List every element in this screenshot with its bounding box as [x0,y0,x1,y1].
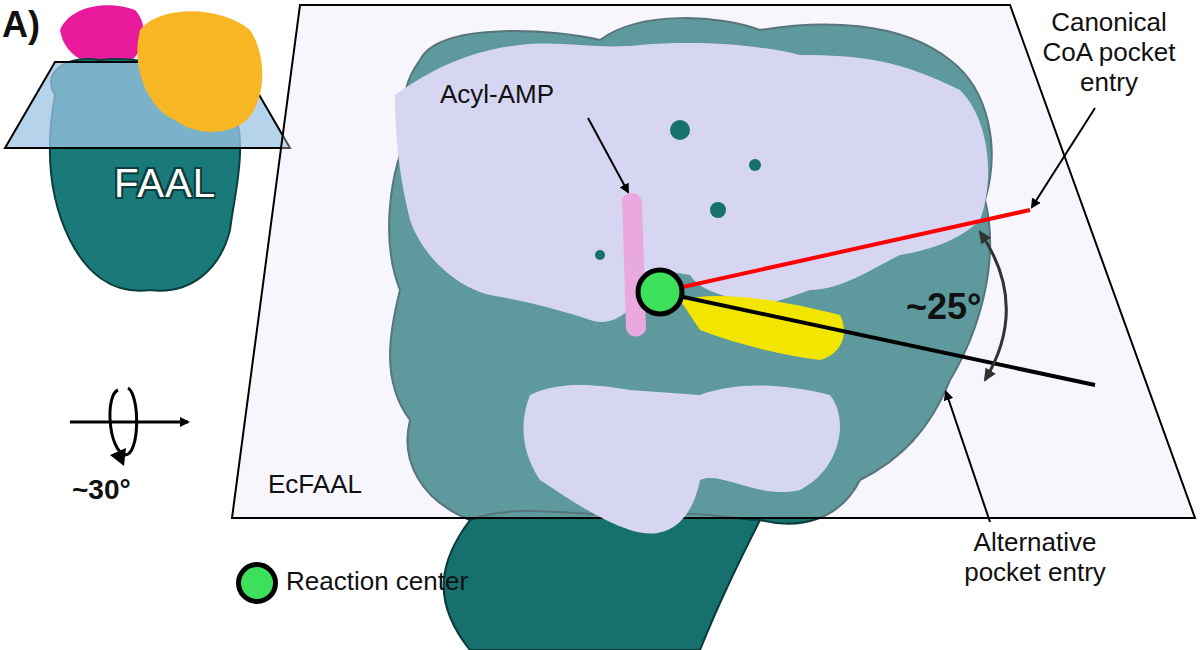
ligand-label: Acyl-AMP [440,80,620,110]
leader-line [946,392,990,522]
acyl-amp-ligand [622,193,646,337]
angle-label: ~25° [906,286,996,327]
thumbnail [5,5,290,290]
protein-name: EcFAAL [268,470,408,500]
callout-label: Canonical CoA pocket entry [1025,8,1193,98]
legend-swatch [236,562,278,604]
protein-thumbnail: FAAL [90,160,240,206]
rotation-icon [70,388,188,466]
leader-line [1032,108,1095,207]
callout-label: Alternative pocket entry [935,528,1135,588]
alternative-axis [660,292,1095,385]
angle-label: ~30° [72,474,182,506]
reaction-center [638,270,682,314]
panel-letter: A) [2,4,62,45]
legend-label: Reaction center [286,567,468,597]
protein-name: FAAL [90,160,240,206]
leader-line [588,118,628,192]
canonical-axis [660,210,1030,292]
cross-section [395,43,988,533]
angle-arc [980,232,1006,380]
